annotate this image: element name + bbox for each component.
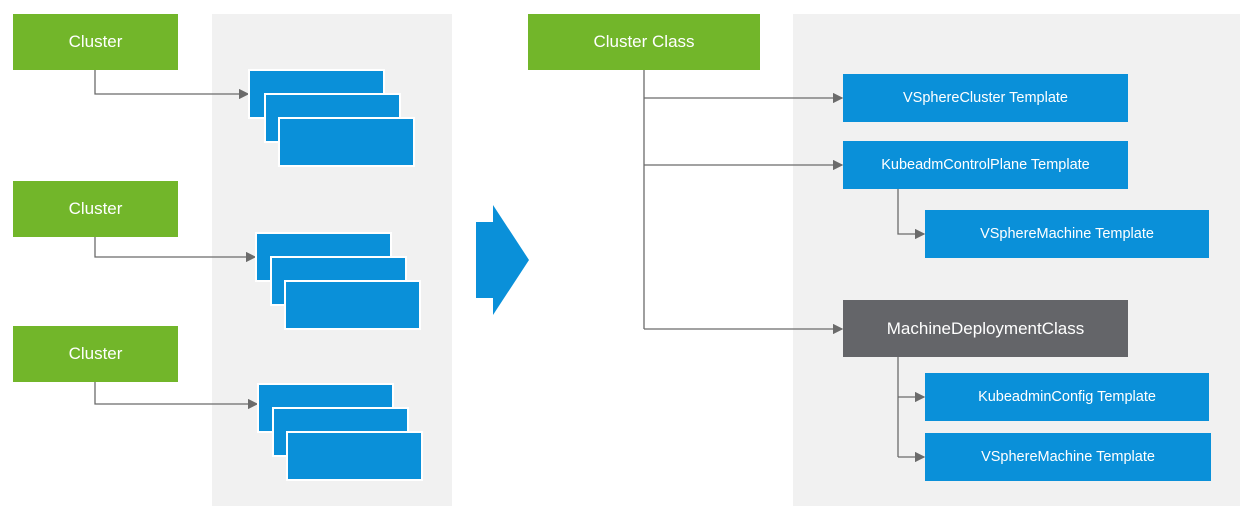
machine-deployment-class-box: MachineDeploymentClass [843,300,1128,357]
vspheremachine-template-box: VSphereMachine Template [925,210,1209,258]
vspheremachine-template-box: VSphereMachine Template [925,433,1211,481]
cluster-box: Cluster [13,326,178,382]
cluster-3-connector [94,382,259,410]
cluster-box: Cluster [13,181,178,237]
kubeadm-controlplane-template-box: KubeadmControlPlane Template [843,141,1128,189]
cluster-box: Cluster [13,14,178,70]
cluster-1-connector [94,70,250,100]
stack-card [284,280,421,330]
cluster-class-box: Cluster Class [528,14,760,70]
vspherecluster-template-box: VSphereCluster Template [843,74,1128,122]
stack-card [278,117,415,167]
to-vspheremachine-cp-connector [897,189,926,240]
arrow-right-icon [476,205,529,315]
cluster-2-connector [94,237,257,263]
kubeadminconfig-template-box: KubeadminConfig Template [925,373,1209,421]
stack-card [286,431,423,481]
